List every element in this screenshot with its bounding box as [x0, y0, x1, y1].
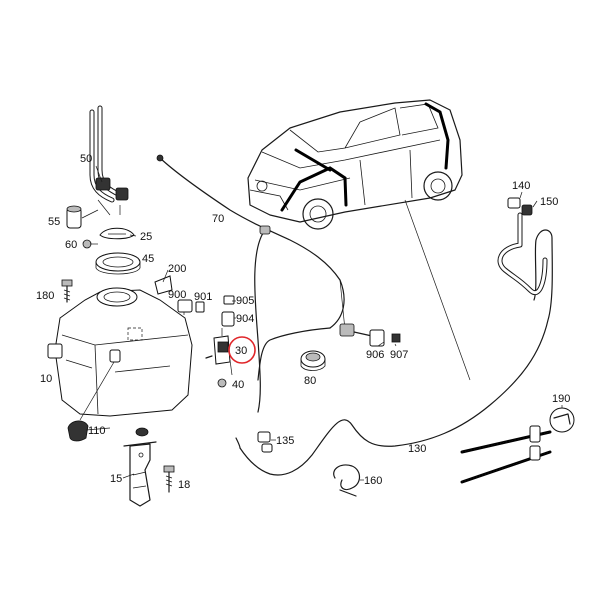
leader-lines [81, 165, 563, 481]
washer-hose-70 [156, 154, 346, 413]
label-130: 130 [408, 443, 426, 455]
highlight-ring-30 [228, 336, 256, 364]
label-60: 60 [65, 239, 77, 251]
label-135: 135 [276, 435, 294, 447]
label-45: 45 [142, 253, 154, 265]
hose-130 [235, 199, 553, 476]
connector-135 [257, 431, 273, 453]
label-110: 110 [88, 425, 106, 437]
label-80: 80 [304, 375, 316, 387]
filler-pipe-50 [89, 105, 129, 216]
label-50: 50 [80, 153, 92, 165]
cap-55 [66, 205, 82, 229]
part-labels: 50 55 60 25 45 200 180 900 901 905 904 3… [36, 153, 570, 491]
washer-reservoir-10 [47, 287, 193, 421]
connector-906-907 [339, 323, 401, 347]
label-200: 200 [168, 263, 186, 275]
label-150: 150 [540, 196, 558, 208]
washer-pump-30 [205, 295, 235, 388]
label-40: 40 [232, 379, 244, 391]
label-140: 140 [512, 180, 530, 192]
clip-160 [333, 464, 361, 497]
label-190: 190 [552, 393, 570, 405]
grommet-80 [300, 350, 326, 371]
label-900: 900 [168, 289, 186, 301]
label-906: 906 [366, 349, 384, 361]
label-10: 10 [40, 373, 52, 385]
label-904: 904 [236, 313, 254, 325]
nozzle-140-150 [497, 197, 548, 295]
vehicle-illustration [247, 99, 463, 230]
label-901: 901 [194, 291, 212, 303]
label-30: 30 [235, 345, 247, 357]
screw-180 [61, 279, 73, 303]
sieve-25 [99, 227, 135, 240]
label-18: 18 [178, 479, 190, 491]
label-180: 180 [36, 290, 54, 302]
bracket-15 [123, 427, 157, 507]
cap-110 [67, 420, 89, 442]
label-15: 15 [110, 473, 122, 485]
label-55: 55 [48, 216, 60, 228]
plug-60 [82, 239, 92, 249]
label-905: 905 [236, 295, 254, 307]
label-25: 25 [140, 231, 152, 243]
seal-ring-45 [95, 252, 141, 275]
washer-rods-190 [460, 407, 575, 484]
label-70: 70 [212, 213, 224, 225]
label-160: 160 [364, 475, 382, 487]
label-907: 907 [390, 349, 408, 361]
bolt-18 [163, 465, 175, 493]
